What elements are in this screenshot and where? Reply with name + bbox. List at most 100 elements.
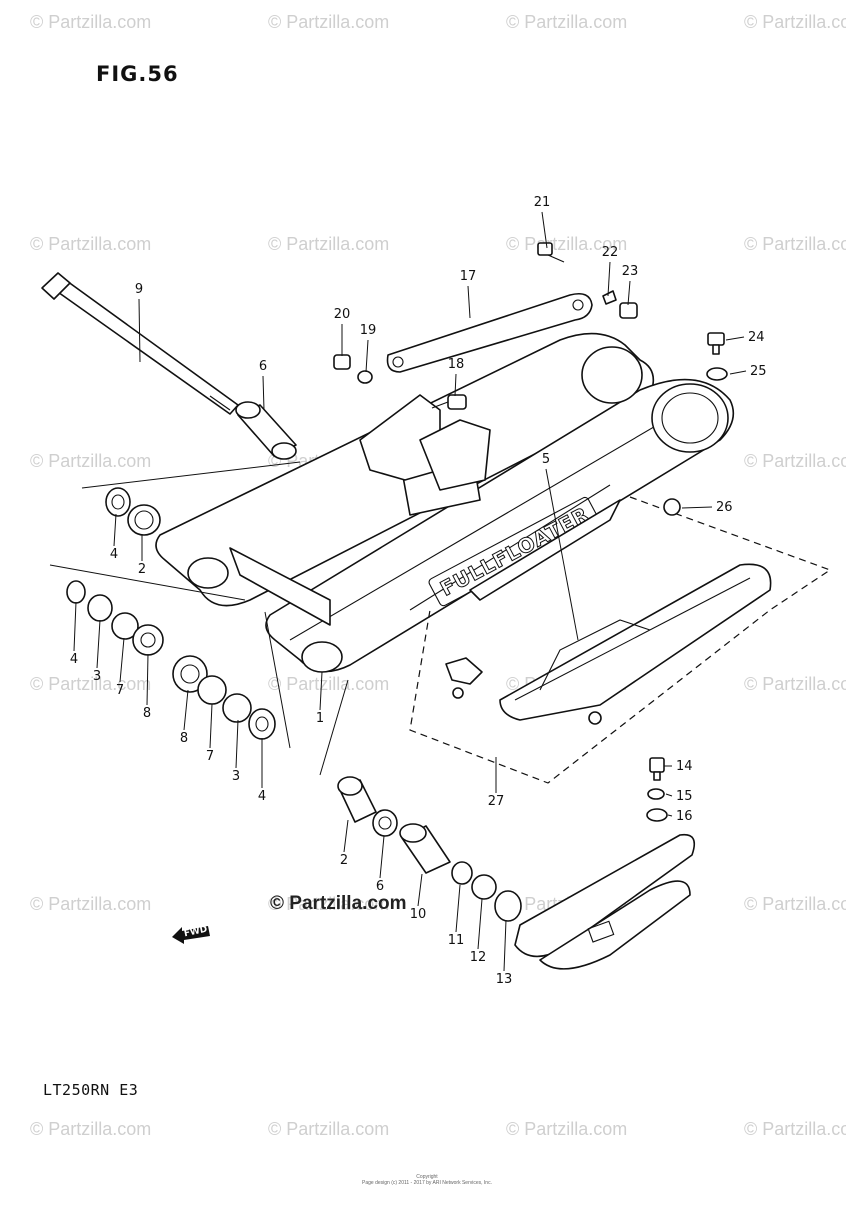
watermark-text: © Partzilla.com [30,1119,151,1139]
washer-22[interactable] [602,290,617,305]
leader-line [119,637,125,683]
callout-11[interactable]: 11 [448,933,465,948]
watermark-text: © Partzilla.com [744,234,846,254]
watermark-text: © Partzilla.com [744,674,846,694]
callout-9[interactable]: 9 [135,282,143,297]
spacer-6-upper[interactable] [235,401,297,460]
nut-20[interactable] [333,354,351,370]
callout-26[interactable]: 26 [716,500,733,515]
watermark-text: © Partzilla.com [30,674,151,694]
dashed-bounds [409,496,832,784]
figure-title: FIG.56 [96,62,179,86]
copyright-line-2: Page design (c) 2011 - 2017 by ARI Netwo… [362,1180,492,1186]
callout-2[interactable]: 2 [138,562,146,577]
swingarm[interactable]: FULLFLOATER [155,332,735,673]
leader-line [607,261,611,297]
callout-8[interactable]: 8 [143,706,151,721]
torque-rod-17[interactable] [386,292,593,373]
leader-line [503,919,507,972]
bolt-26[interactable] [663,498,681,516]
callout-23[interactable]: 23 [622,264,639,279]
nut-23[interactable] [619,302,638,319]
leader-line [681,506,713,509]
copyright-line-1: Copyright [416,1174,438,1180]
callout-24[interactable]: 24 [748,330,765,345]
chain-guide-13[interactable] [514,833,696,970]
bolt-24[interactable] [707,332,725,355]
leader-line [725,336,745,341]
leader-line [262,375,265,411]
bolt-21[interactable] [537,242,565,263]
callout-labels: 2122231792019186242552642437887341271415… [70,195,767,987]
callout-3[interactable]: 3 [232,769,240,784]
leader-line [454,373,457,397]
callout-12[interactable]: 12 [470,950,487,965]
callout-25[interactable]: 25 [750,364,767,379]
leader-line [319,671,323,711]
callout-15[interactable]: 15 [676,789,693,804]
watermark-text: © Partzilla.com [30,894,151,914]
left-bearing-stack[interactable] [66,487,276,740]
leader-line [73,601,77,652]
callout-20[interactable]: 20 [334,307,351,322]
watermark-text: © Partzilla.com [506,1119,627,1139]
leader-line [541,211,548,249]
leader-line [455,884,461,933]
lower-bearing-stack[interactable] [319,679,522,922]
callout-5[interactable]: 5 [542,452,550,467]
callout-27[interactable]: 27 [488,794,505,809]
callout-10[interactable]: 10 [410,907,427,922]
callout-7[interactable]: 7 [116,683,124,698]
callout-19[interactable]: 19 [360,323,377,338]
watermark-text: © Partzilla.com [506,12,627,32]
callout-4[interactable]: 4 [258,789,266,804]
callout-8[interactable]: 8 [180,731,188,746]
leader-line [113,513,117,547]
watermark-text: © Partzilla.com [744,1119,846,1139]
washer-15[interactable] [647,788,665,800]
brand-watermark: © Partzilla.com [270,893,407,914]
callout-14[interactable]: 14 [676,759,693,774]
bolt-14[interactable] [649,757,665,781]
leader-line [379,835,385,879]
callout-22[interactable]: 22 [602,245,619,260]
copyright-note: Copyright Page design (c) 2011 - 2017 by… [362,1174,492,1186]
callout-13[interactable]: 13 [496,972,513,987]
callout-4[interactable]: 4 [110,547,118,562]
leader-line [665,793,673,797]
washer-25[interactable] [706,367,728,381]
callout-1[interactable]: 1 [316,711,324,726]
leader-line [729,370,747,375]
callout-16[interactable]: 16 [676,809,693,824]
callout-4[interactable]: 4 [70,652,78,667]
leader-line [467,285,471,319]
watermark-text: © Partzilla.com [268,1119,389,1139]
watermark-text: © Partzilla.com [268,234,389,254]
model-code: LT250RN E3 [43,1081,139,1099]
leader-line [209,703,213,749]
callout-6[interactable]: 6 [259,359,267,374]
washer-19[interactable] [357,370,373,384]
assembly-guide-lines [49,461,301,749]
watermark-text: © Partzilla.com [506,234,627,254]
callout-6[interactable]: 6 [376,879,384,894]
leader-line [183,689,189,731]
callout-17[interactable]: 17 [460,269,477,284]
leader-line [667,814,673,817]
chain-case-27[interactable] [445,499,772,725]
watermark-text: © Partzilla.com [268,674,389,694]
callout-3[interactable]: 3 [93,669,101,684]
callout-7[interactable]: 7 [206,749,214,764]
callout-18[interactable]: 18 [448,357,465,372]
leader-line [96,619,101,669]
leader-lines [73,211,747,972]
bolt-18[interactable] [431,394,467,410]
leader-line [545,468,579,641]
callout-21[interactable]: 21 [534,195,551,210]
leader-line [627,280,631,306]
leader-line [417,873,423,907]
callout-2[interactable]: 2 [340,853,348,868]
watermark-text: © Partzilla.com [744,451,846,471]
washer-16[interactable] [646,808,668,822]
